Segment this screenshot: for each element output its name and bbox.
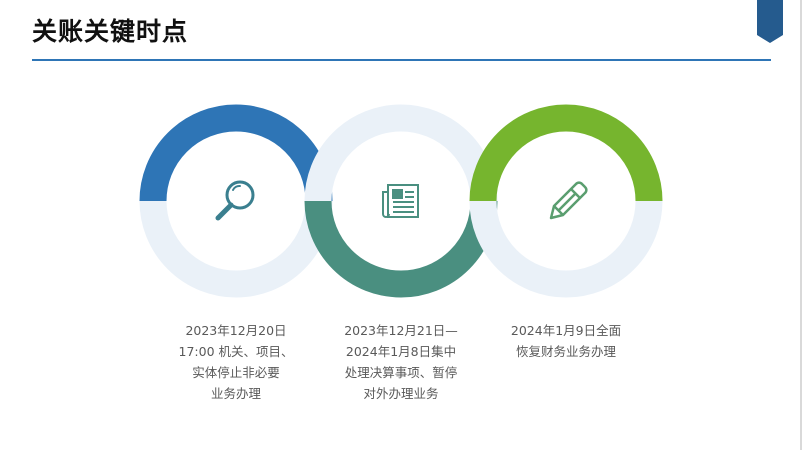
milestone-line: 业务办理: [210, 386, 261, 401]
newspaper-icon: [382, 184, 419, 218]
milestone-line: 2023年12月20日: [185, 323, 287, 338]
bookmark-icon: [757, 0, 783, 43]
milestone-line: 对外办理业务: [363, 386, 439, 401]
ring-2: [304, 104, 498, 298]
milestone-line: 恢复财务业务办理: [515, 344, 616, 359]
pencil-icon: [549, 181, 588, 220]
milestone-line: 2024年1月9日全面: [510, 323, 622, 338]
milestone-1-text: 2023年12月20日 17:00 机关、项目、 实体停止非必要 业务办理: [156, 320, 316, 404]
milestone-line: 17:00 机关、项目、: [178, 344, 294, 359]
magnifier-icon: [215, 180, 255, 221]
ring-1: [139, 104, 333, 298]
ring-3: [469, 104, 663, 298]
page-title: 关账关键时点: [32, 17, 189, 46]
title-divider: [32, 59, 771, 61]
milestone-2-text: 2023年12月21日— 2024年1月8日集中 处理决算事项、暂停 对外办理业…: [321, 320, 481, 404]
milestone-line: 2023年12月21日—: [344, 323, 458, 338]
slide-edge: [800, 0, 802, 450]
milestone-line: 处理决算事项、暂停: [344, 365, 458, 380]
milestone-line: 实体停止非必要: [192, 365, 280, 380]
milestone-3-text: 2024年1月9日全面 恢复财务业务办理: [486, 320, 646, 362]
milestone-line: 2024年1月8日集中: [345, 344, 457, 359]
